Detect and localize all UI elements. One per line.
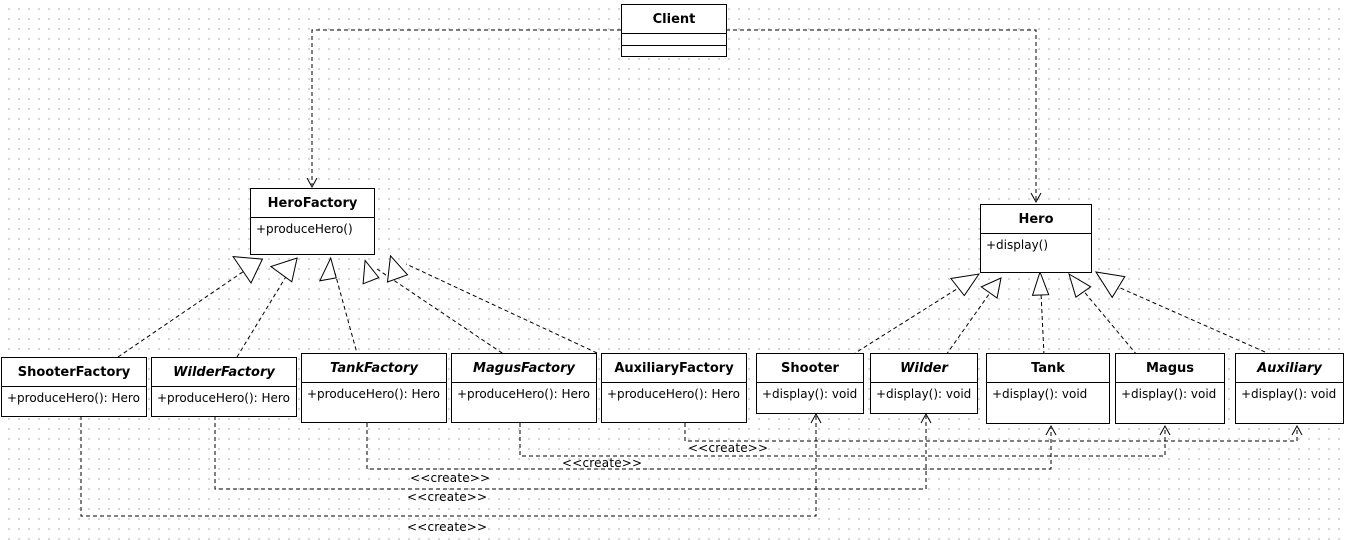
create-label-magus: <<create>> [562,456,643,470]
create-line-wilder [214,416,927,490]
realization-arrowhead [386,254,409,283]
class-name: Tank [987,354,1109,383]
realization-wilderfactory [236,269,291,358]
class-herofactory[interactable]: HeroFactory +produceHero() [250,188,375,255]
realization-magus [1080,287,1138,356]
create-label-tank: <<create>> [410,471,491,485]
dependency-arrowhead [920,412,932,424]
create-label-shooter: <<create>> [407,520,488,534]
realization-tankfactory [334,272,359,358]
realization-arrowhead [1068,272,1092,299]
class-tankfactory[interactable]: TankFactory +produceHero(): Hero [301,353,447,423]
class-tank[interactable]: Tank +display(): void [986,353,1110,424]
dependency-arrowhead [1030,192,1042,204]
dependency-arrowhead [810,412,822,424]
class-method: +produceHero(): Hero [607,387,740,401]
class-method: +produceHero() [256,222,353,236]
dependency-client-herofactory [311,29,621,185]
class-method: +display(): void [992,387,1088,401]
realization-arrowhead [1031,270,1050,296]
realization-auxiliary [1108,282,1266,353]
create-line-auxiliary [684,423,1298,442]
realization-shooter [851,286,961,356]
dependency-arrowhead [1159,424,1171,436]
class-method: +produceHero(): Hero [7,391,140,405]
realization-arrowhead [949,273,981,297]
realization-wilder [945,289,993,356]
class-name: ShooterFactory [2,358,146,387]
realization-arrowhead [232,256,264,285]
class-method: +display(): void [762,387,858,401]
class-method: +display(): void [1121,387,1217,401]
class-name: MagusFactory [452,354,596,383]
class-name: WilderFactory [152,358,296,387]
realization-arrowhead [269,257,298,283]
class-name: Auxiliary [1236,354,1343,383]
class-auxiliary[interactable]: Auxiliary +display(): void [1235,353,1344,424]
class-method: +display(): void [876,387,972,401]
class-wilder[interactable]: Wilder +display(): void [870,353,978,414]
class-method: +produceHero(): Hero [457,387,590,401]
class-method: +display() [986,238,1049,252]
dependency-arrowhead [1291,424,1303,436]
class-method: +produceHero(): Hero [157,391,290,405]
class-name: Shooter [757,354,863,383]
realization-arrowhead [980,277,1002,299]
class-name: Wilder [871,354,977,383]
class-hero[interactable]: Hero +display() [980,204,1092,273]
class-name: AuxiliaryFactory [602,354,746,383]
dependency-client-hero [726,29,1037,200]
dependency-arrowhead [1045,424,1057,436]
create-label-auxiliary: <<create>> [688,441,769,455]
class-method: +produceHero(): Hero [307,387,440,401]
realization-tank [1040,292,1045,356]
realization-arrowhead [318,256,337,282]
class-name: Hero [981,205,1091,234]
realization-auxiliaryfactory [405,263,598,354]
realization-magusfactory [376,268,509,358]
create-line-tank [366,423,1052,470]
realization-arrowhead [1094,271,1126,299]
class-attributes [622,34,726,46]
class-shooter[interactable]: Shooter +display(): void [756,353,864,414]
class-magusfactory[interactable]: MagusFactory +produceHero(): Hero [451,353,597,423]
class-auxiliaryfactory[interactable]: AuxiliaryFactory +produceHero(): Hero [601,353,747,423]
class-name: HeroFactory [251,189,374,218]
create-line-magus [519,423,1166,457]
realization-arrowhead [362,259,380,285]
class-method: +display(): void [1241,387,1337,401]
class-name: Client [622,5,726,34]
class-shooterfactory[interactable]: ShooterFactory +produceHero(): Hero [1,357,147,417]
create-line-shooter [80,416,817,517]
create-label-wilder: <<create>> [407,490,488,504]
class-name: Magus [1116,354,1224,383]
realization-shooterfactory [117,266,251,358]
class-wilderfactory[interactable]: WilderFactory +produceHero(): Hero [151,357,297,417]
class-magus[interactable]: Magus +display(): void [1115,353,1225,424]
class-name: TankFactory [302,354,446,383]
dependency-arrowhead [306,177,318,189]
class-client[interactable]: Client [621,4,727,57]
